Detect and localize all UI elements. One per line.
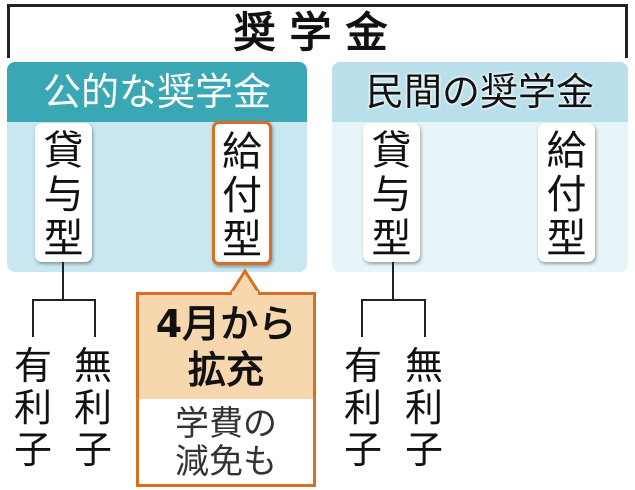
private-loan-card: 貸与型 [363,123,420,262]
public-interest-label: 有利子 [13,344,52,472]
connector [62,262,64,300]
private-interest-label: 有利子 [343,344,382,472]
private-no-interest-label: 無利子 [404,344,443,472]
public-loan-card: 貸与型 [35,123,92,262]
public-no-interest-label: 無利子 [73,344,112,472]
connector [94,299,96,337]
callout-line3: 学費の [175,404,277,444]
connector [32,299,96,301]
connector [361,299,426,301]
connector [361,299,363,337]
callout-line1: 4月から [155,302,297,346]
private-grant-card: 給付型 [538,123,595,262]
private-heading: 民間の奨学金 [332,62,628,122]
bracket-top [7,4,628,7]
connector [392,262,394,300]
callout-line2: 拡充 [187,348,264,392]
bracket-right [625,4,628,58]
connector [424,299,426,337]
callout-line4: 減免も [175,442,277,482]
callout-pointer-cover [232,291,258,296]
diagram-title: 奨学金 [233,8,402,57]
public-grant-card: 給付型 [212,121,272,265]
expansion-callout: 4月から 拡充 学費の 減免も [136,292,316,487]
connector [32,299,34,337]
bracket-left [7,4,10,58]
public-heading: 公的な奨学金 [7,62,307,122]
